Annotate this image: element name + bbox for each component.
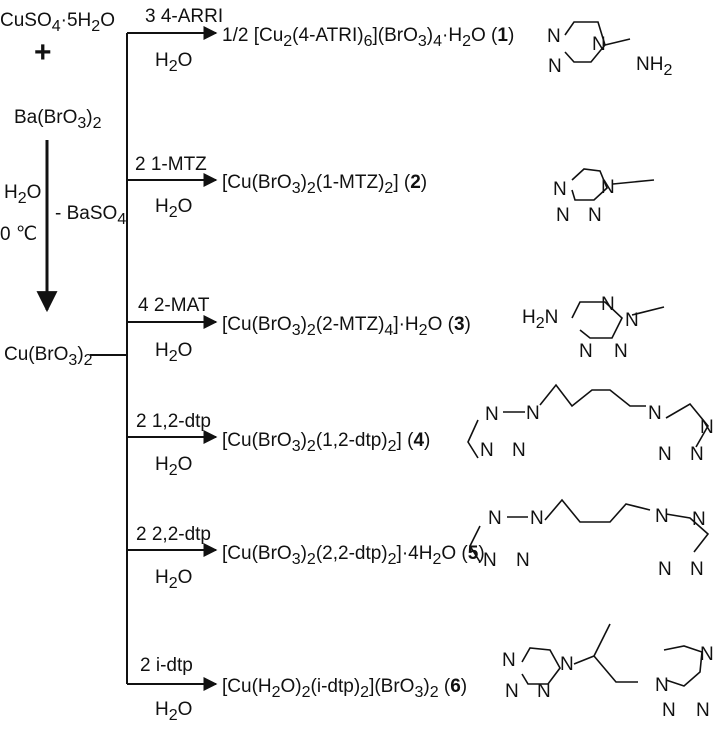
svg-text:N: N bbox=[696, 700, 710, 721]
reagent-label: 2 1,2-dtp bbox=[136, 411, 211, 432]
svg-text:N: N bbox=[614, 341, 628, 362]
svg-text:N: N bbox=[658, 444, 672, 465]
svg-text:N: N bbox=[537, 681, 551, 702]
svg-text:N: N bbox=[485, 404, 499, 425]
svg-text:NH2: NH2 bbox=[636, 54, 672, 79]
reagent-label: 3 4-ARRI bbox=[145, 6, 223, 27]
svg-text:N: N bbox=[530, 508, 544, 529]
reagent-label: 2 2,2-dtp bbox=[136, 524, 211, 545]
svg-text:N: N bbox=[502, 650, 516, 671]
svg-text:N: N bbox=[548, 56, 562, 77]
branch-2: 2 1-MTZ H2O [Cu(BrO3)2(1-MTZ)2] (2) N N … bbox=[127, 154, 655, 226]
svg-text:N: N bbox=[516, 550, 530, 571]
solvent-label: H2O bbox=[155, 340, 192, 365]
reagent-label: 4 2-MAT bbox=[138, 295, 210, 316]
svg-text:N: N bbox=[692, 509, 706, 530]
svg-text:N: N bbox=[512, 440, 526, 461]
svg-text:N: N bbox=[655, 506, 669, 527]
isopropyl-ditetrazole-structure: N N N N N N N N bbox=[502, 623, 714, 721]
svg-text:N: N bbox=[658, 559, 672, 580]
svg-text:N: N bbox=[488, 508, 502, 529]
branch-1: 3 4-ARRI H2O 1/2 [Cu2(4-ATRI)6](BrO3)4·H… bbox=[127, 6, 672, 79]
svg-text:N: N bbox=[655, 675, 669, 696]
1-methyltetrazole-structure: N N N N bbox=[553, 168, 655, 226]
product-formula: [Cu(BrO3)2(1,2-dtp)2] (4) bbox=[222, 430, 430, 455]
svg-text:N: N bbox=[690, 444, 704, 465]
svg-text:N: N bbox=[625, 310, 639, 331]
svg-text:N: N bbox=[483, 550, 497, 571]
svg-text:N: N bbox=[700, 644, 714, 665]
solvent-label: H2O bbox=[155, 196, 192, 221]
product-formula: [Cu(BrO3)2(2-MTZ)4]·H2O (3) bbox=[222, 314, 471, 339]
svg-text:N: N bbox=[579, 341, 593, 362]
svg-text:N: N bbox=[505, 681, 519, 702]
svg-text:N: N bbox=[592, 34, 606, 55]
copper-sulfate-formula: CuSO4·5H2O bbox=[0, 10, 115, 35]
svg-text:N: N bbox=[690, 559, 704, 580]
svg-text:N: N bbox=[526, 403, 540, 424]
svg-text:N: N bbox=[480, 440, 494, 461]
svg-text:N: N bbox=[601, 294, 615, 315]
branch-4: 2 1,2-dtp H2O [Cu(BrO3)2(1,2-dtp)2] (4) … bbox=[127, 383, 714, 479]
water-condition: H2O bbox=[4, 182, 41, 207]
branch-3: 4 2-MAT H2O [Cu(BrO3)2(2-MTZ)4]·H2O (3) … bbox=[127, 294, 665, 365]
solvent-label: H2O bbox=[155, 699, 192, 724]
branch-6: 2 i-dtp H2O [Cu(H2O)2(i-dtp)2](BrO3)2 (6… bbox=[127, 623, 714, 724]
2-2-ditetrazolylpropane-structure: N N N N N N N N bbox=[469, 498, 710, 580]
solvent-label: H2O bbox=[155, 567, 192, 592]
product-formula: [Cu(BrO3)2(1-MTZ)2] (2) bbox=[222, 172, 427, 197]
svg-text:N: N bbox=[553, 179, 567, 200]
svg-text:N: N bbox=[601, 177, 615, 198]
svg-text:N: N bbox=[547, 26, 561, 47]
temperature-condition: 0 ℃ bbox=[0, 224, 37, 245]
reagent-label: 2 i-dtp bbox=[140, 655, 193, 676]
svg-text:N: N bbox=[588, 205, 602, 226]
branch-5: 2 2,2-dtp H2O [Cu(BrO3)2(2,2-dtp)2]·4H2O… bbox=[127, 498, 710, 592]
1-2-ditetrazolylpropane-structure: N N N N N N N N bbox=[467, 383, 714, 465]
copper-bromate-formula: Cu(BrO3)2 bbox=[4, 344, 93, 369]
svg-text:N: N bbox=[648, 403, 662, 424]
byproduct-label: - BaSO4 bbox=[55, 203, 126, 228]
product-formula: [Cu(BrO3)2(2,2-dtp)2]·4H2O (5) bbox=[222, 543, 485, 568]
2-methyl-aminotetrazole-structure: H2N N N N N bbox=[522, 294, 665, 362]
reagent-label: 2 1-MTZ bbox=[135, 154, 207, 175]
solvent-label: H2O bbox=[155, 454, 192, 479]
svg-text:N: N bbox=[560, 654, 574, 675]
svg-text:N: N bbox=[700, 417, 714, 438]
plus-sign: + bbox=[34, 36, 52, 69]
svg-text:H2N: H2N bbox=[522, 307, 558, 332]
4-amino-triazole-structure: N N N NH2 bbox=[547, 21, 672, 79]
product-formula: 1/2 [Cu2(4-ATRI)6](BrO3)4·H2O (1) bbox=[222, 25, 514, 50]
svg-text:N: N bbox=[556, 205, 570, 226]
starting-reagents: CuSO4·5H2O + Ba(BrO3)2 bbox=[0, 10, 115, 132]
product-formula: [Cu(H2O)2(i-dtp)2](BrO3)2 (6) bbox=[222, 676, 467, 701]
solvent-label: H2O bbox=[155, 50, 192, 75]
barium-bromate-formula: Ba(BrO3)2 bbox=[14, 107, 102, 132]
svg-text:N: N bbox=[662, 700, 676, 721]
